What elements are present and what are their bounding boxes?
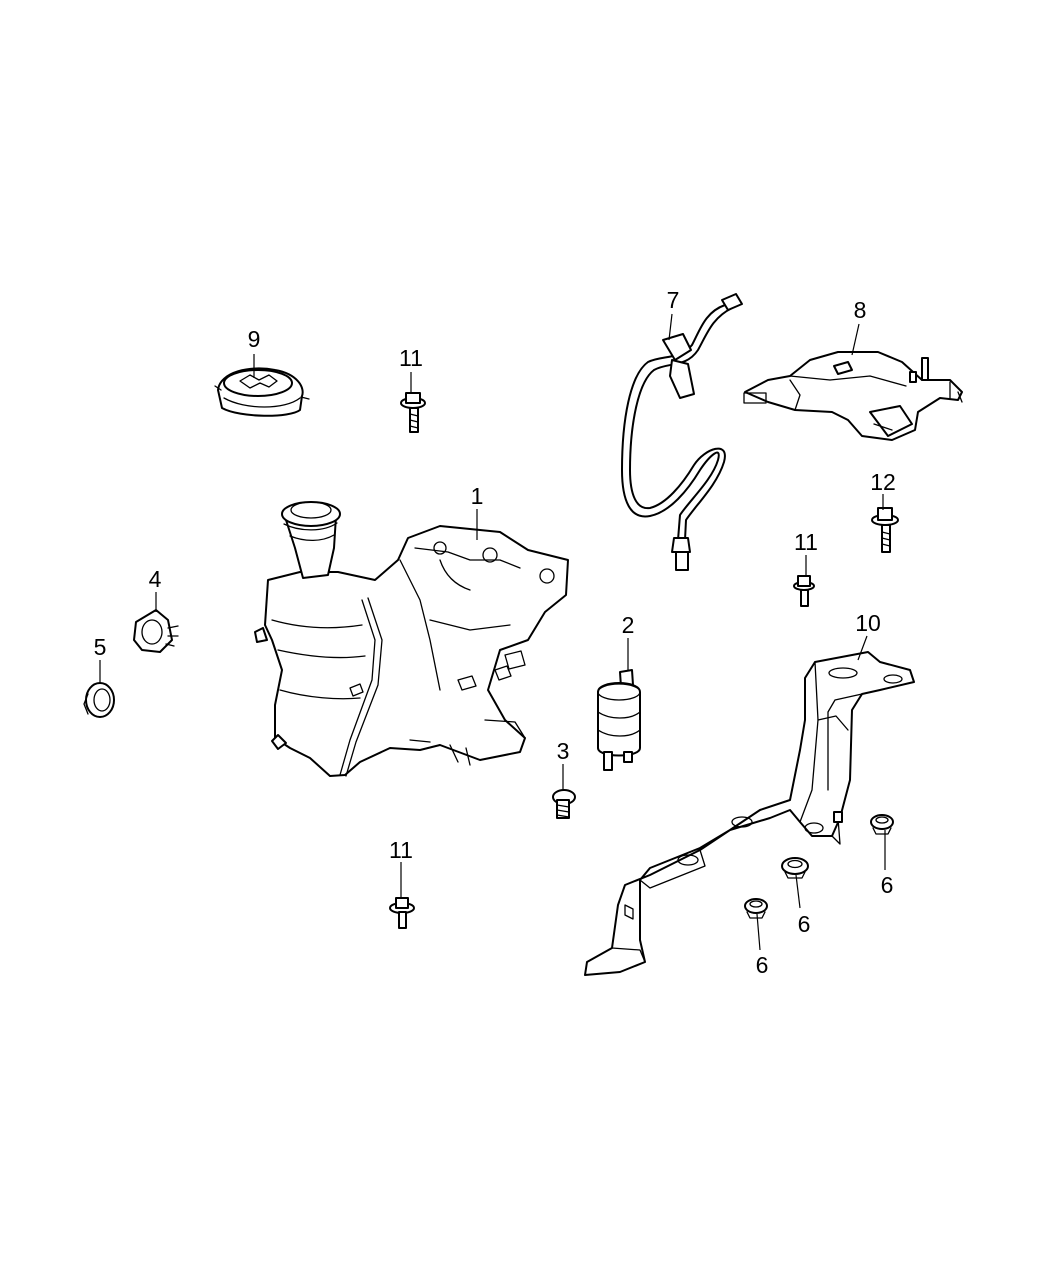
callout-7: 7	[667, 287, 680, 313]
callout-11-top: 11	[399, 345, 423, 371]
callouts: 9 11 1 7 8 12 11 4 5 2 10 3 11 6 6 6	[94, 287, 896, 978]
part-7-washer-hose	[621, 293, 743, 571]
callout-11-bottom: 11	[389, 837, 413, 863]
callout-1: 1	[471, 483, 484, 509]
leader-lines	[99, 313, 886, 951]
callout-11-right: 11	[794, 529, 818, 555]
part-11-bolt-right	[793, 575, 815, 607]
callout-6a: 6	[881, 872, 894, 898]
callout-4: 4	[149, 566, 162, 592]
leader-7	[668, 313, 673, 341]
callout-8: 8	[854, 297, 867, 323]
leader-6c	[756, 913, 761, 951]
callout-6b: 6	[798, 911, 811, 937]
part-6-nut-a	[870, 814, 894, 835]
leader-8	[851, 323, 860, 356]
callout-10: 10	[855, 610, 881, 636]
callout-3: 3	[557, 738, 570, 764]
part-11-bolt-top	[400, 392, 426, 433]
part-9-cap	[214, 367, 310, 417]
part-10-mounting-bracket	[584, 651, 915, 976]
callout-5: 5	[94, 634, 107, 660]
part-6-nut-b	[781, 857, 809, 879]
part-5-grommet	[83, 682, 115, 718]
leader-10	[857, 635, 868, 661]
part-1-washer-reservoir	[254, 501, 569, 777]
callout-9: 9	[248, 326, 261, 352]
callout-2: 2	[622, 612, 635, 638]
callout-12: 12	[870, 469, 896, 495]
callout-6c: 6	[756, 952, 769, 978]
part-2-washer-pump	[597, 669, 641, 771]
part-4-level-sensor	[133, 609, 179, 653]
part-11-bolt-bottom	[389, 897, 415, 929]
part-12-bolt	[871, 507, 899, 553]
part-6-nut-c	[744, 898, 768, 919]
part-8-cover	[743, 351, 963, 441]
part-3-screw	[552, 789, 576, 819]
leader-6b	[795, 874, 801, 909]
